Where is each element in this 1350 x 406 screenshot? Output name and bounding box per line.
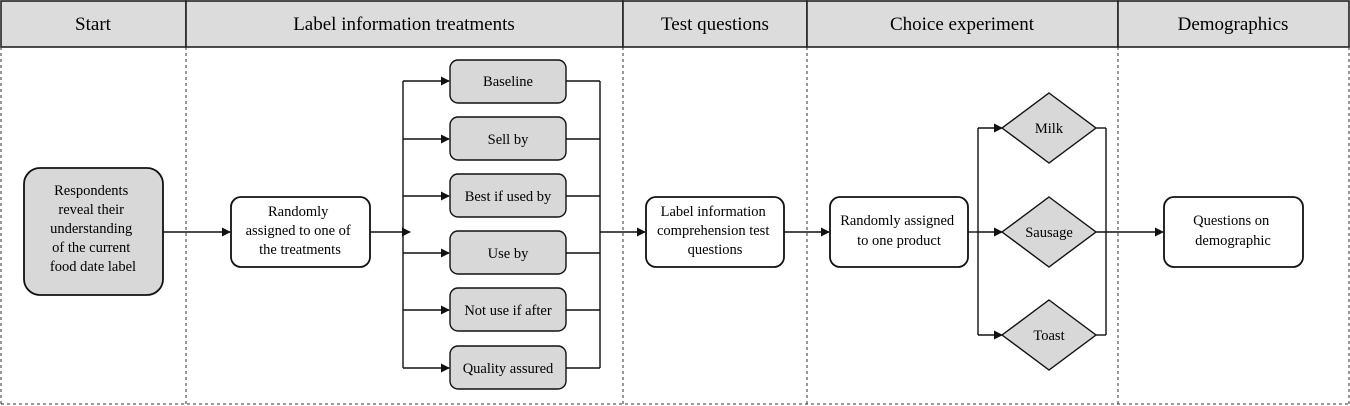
- connectors: [163, 76, 1164, 373]
- header-demographics: [1117, 0, 1350, 48]
- node-randomly-product-text: Randomly assigned to one product: [840, 213, 958, 249]
- node-randomly-treatments: [230, 196, 371, 268]
- node-treatment-sell-by-text: Sell by: [488, 132, 529, 148]
- header-demographics-label: Demographics: [1178, 14, 1289, 35]
- swimlane-borders: [0, 47, 1350, 405]
- node-respondents: [23, 167, 164, 296]
- header-start-label: Start: [75, 14, 112, 35]
- nodes: Respondents reveal their understanding o…: [23, 59, 1304, 390]
- node-randomly-product: [829, 196, 969, 268]
- node-treatment-use-by: [449, 230, 567, 275]
- header-label-info: [185, 0, 624, 48]
- node-comprehension: [645, 196, 785, 268]
- node-product-milk-text: Milk: [1035, 121, 1064, 137]
- node-treatment-sell-by: [449, 116, 567, 161]
- header-test-questions-label: Test questions: [661, 14, 769, 35]
- node-treatment-baseline-text: Baseline: [483, 74, 533, 90]
- node-treatment-baseline: [449, 59, 567, 104]
- node-comprehension-text: Label information comprehension test que…: [657, 204, 773, 258]
- node-product-toast: [1000, 299, 1098, 371]
- header-label-info-label: Label information treatments: [293, 14, 515, 35]
- node-randomly-treatments-text: Randomly assigned to one of the treatmen…: [246, 204, 355, 258]
- node-product-milk: [1000, 92, 1098, 164]
- node-product-sausage: [1000, 196, 1098, 268]
- node-treatment-best-if-used-by-text: Best if used by: [465, 189, 552, 205]
- node-respondents-text: Respondents reveal their understanding o…: [50, 183, 136, 275]
- node-treatment-not-use-if-after-text: Not use if after: [464, 303, 552, 319]
- node-treatment-not-use-if-after: [449, 287, 567, 332]
- header-start: [0, 0, 187, 48]
- node-demographic-questions: [1163, 196, 1304, 268]
- node-product-toast-text: Toast: [1033, 328, 1064, 344]
- node-product-sausage-text: Sausage: [1025, 225, 1073, 241]
- node-treatment-quality-assured: [449, 345, 567, 390]
- header-choice-experiment-label: Choice experiment: [890, 14, 1035, 35]
- node-treatment-use-by-text: Use by: [488, 246, 529, 262]
- node-treatment-quality-assured-text: Quality assured: [463, 361, 554, 377]
- node-treatment-best-if-used-by: [449, 173, 567, 218]
- header-test-questions: [622, 0, 808, 48]
- header-row: Start Label information treatments Test …: [0, 0, 1350, 48]
- node-demographic-questions-text: Questions on demographic: [1193, 213, 1273, 249]
